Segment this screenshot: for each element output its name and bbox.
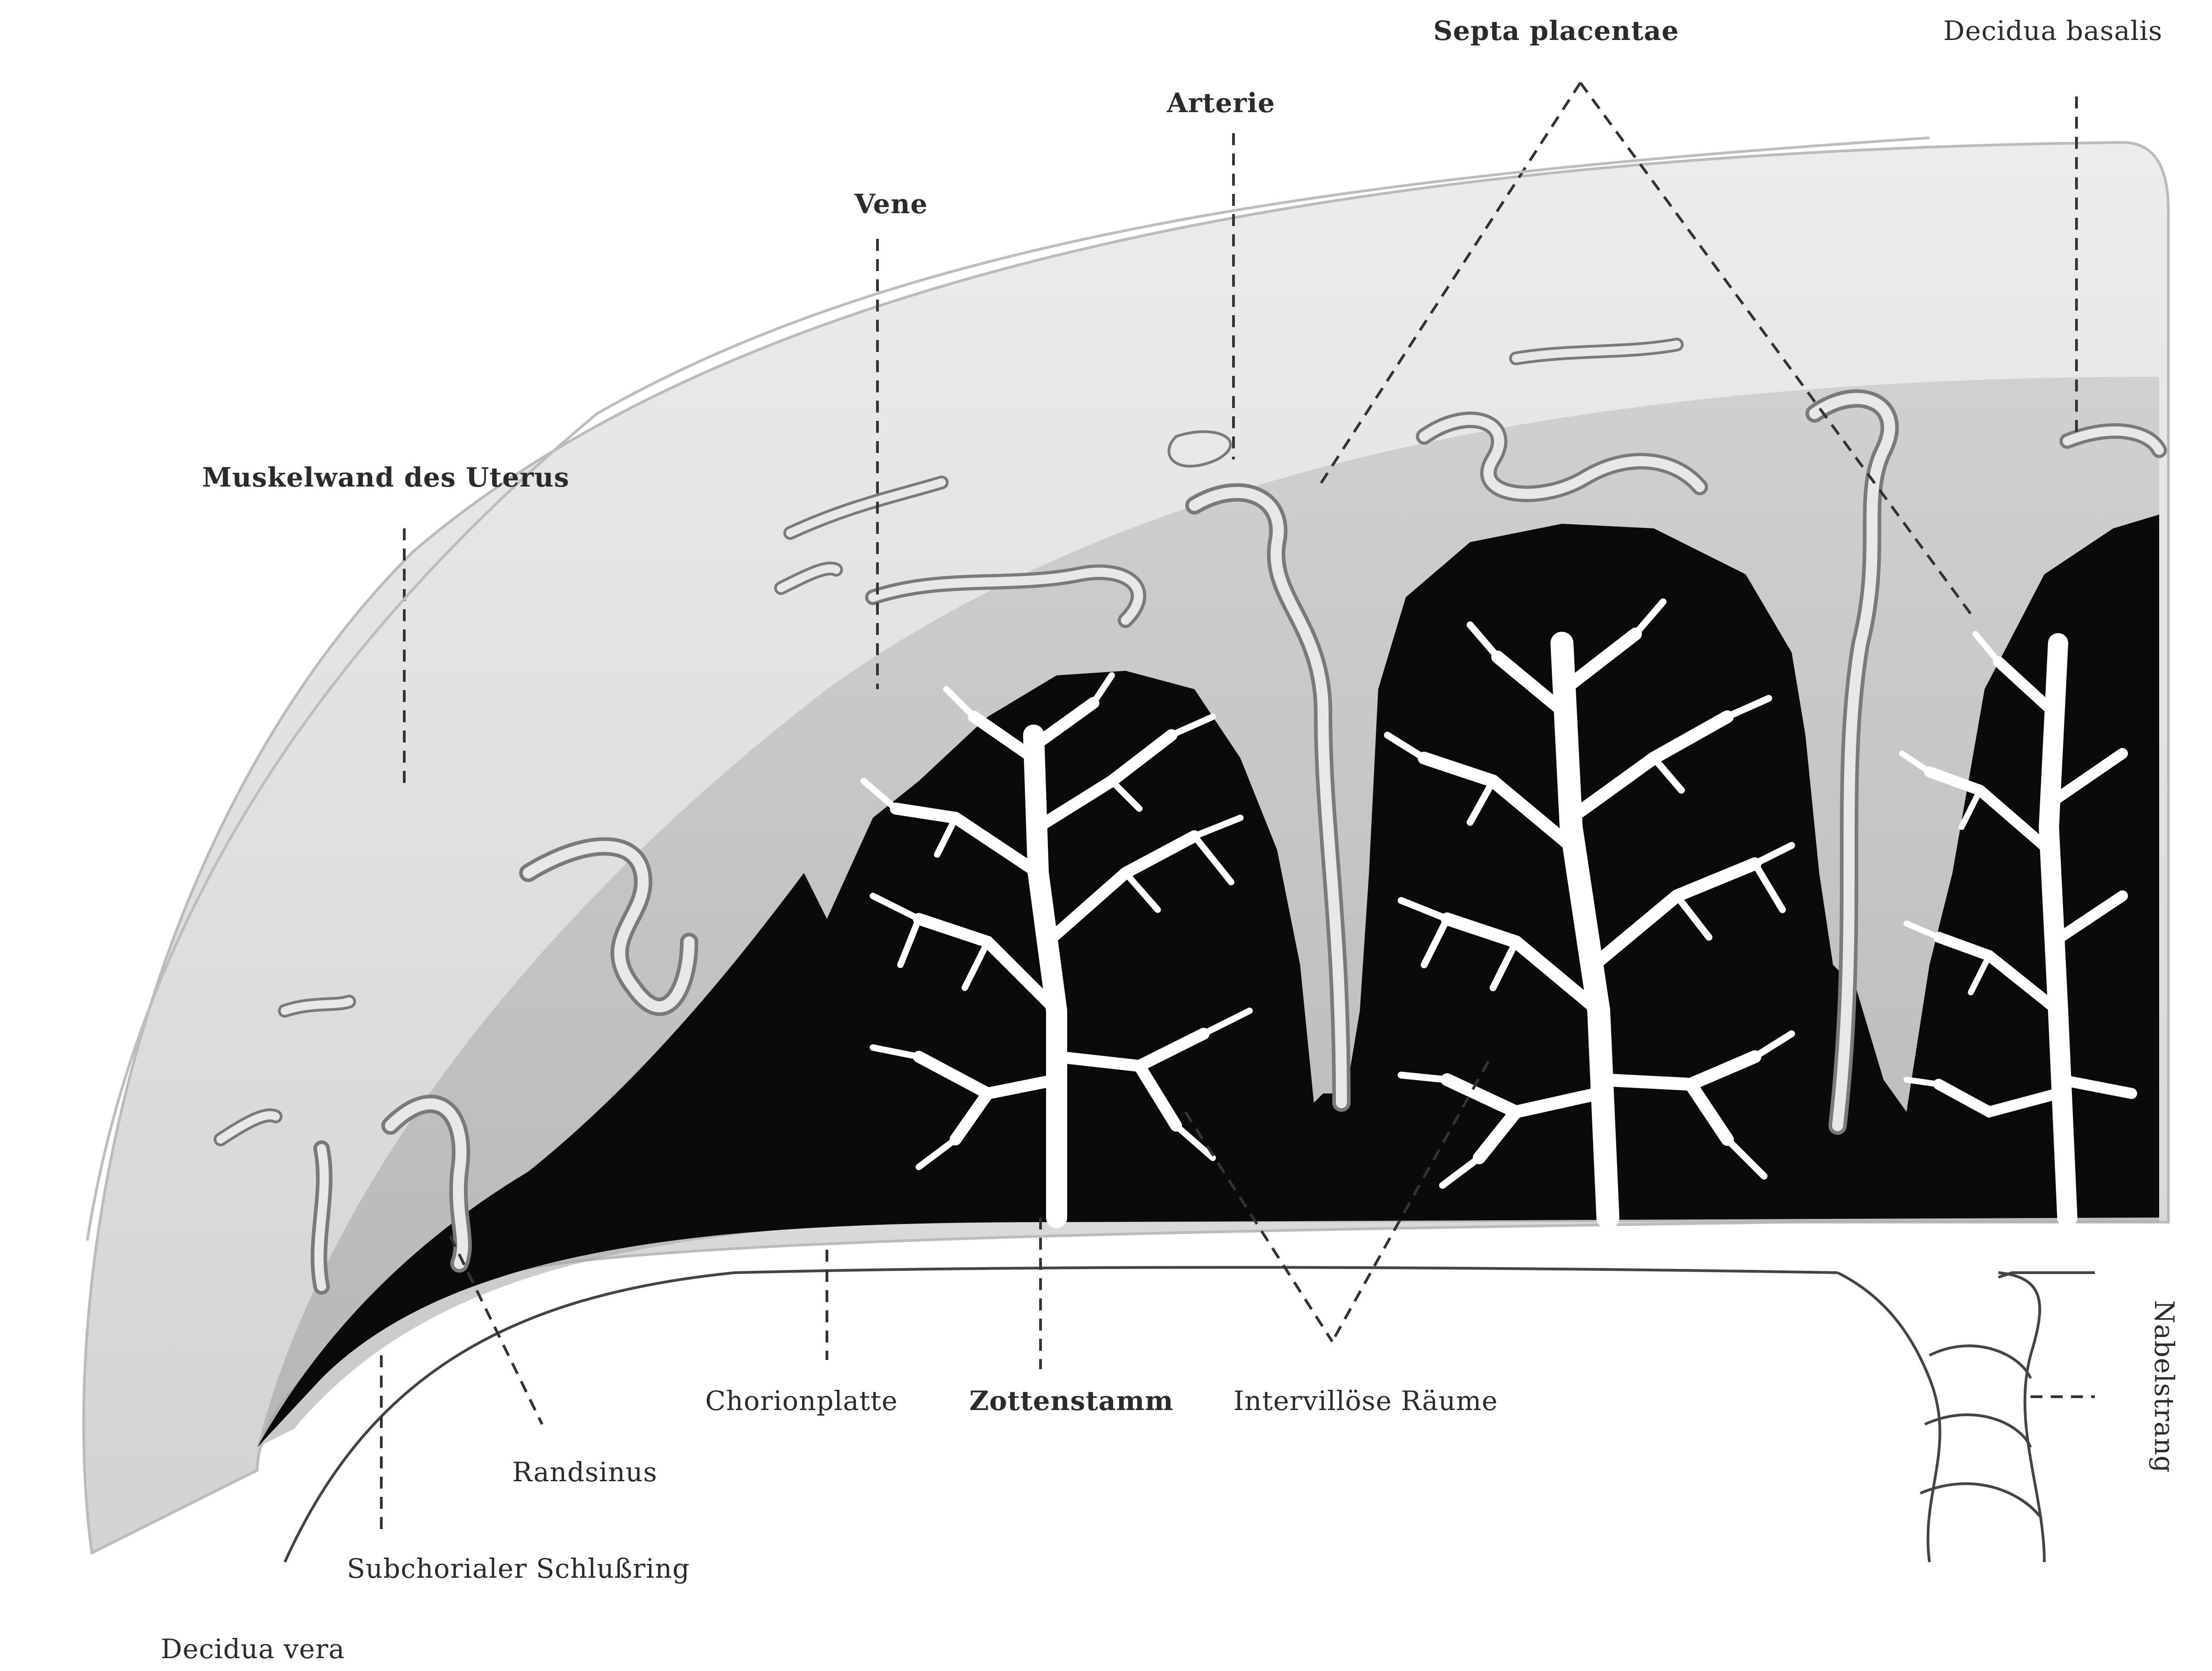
amnion-and-cord [285,1267,2095,1562]
label-nabelstrang: Nabelstrang [2151,1300,2178,1473]
label-septa-placentae: Septa placentae [1433,17,1679,44]
label-vene: Vene [854,191,928,217]
label-decidua-vera: Decidua vera [161,1636,345,1662]
label-subchorialer-schlussring: Subchorialer Schlußring [347,1555,690,1582]
label-intervillose-raume: Intervillöse Räume [1233,1388,1498,1414]
label-arterie: Arterie [1167,90,1275,116]
label-decidua-basalis: Decidua basalis [1943,17,2162,44]
label-zottenstamm: Zottenstamm [969,1388,1173,1414]
label-chorionplatte: Chorionplatte [705,1388,898,1414]
label-randsinus: Randsinus [512,1459,657,1485]
label-muskelwand-des-uterus: Muskelwand des Uterus [202,464,570,491]
